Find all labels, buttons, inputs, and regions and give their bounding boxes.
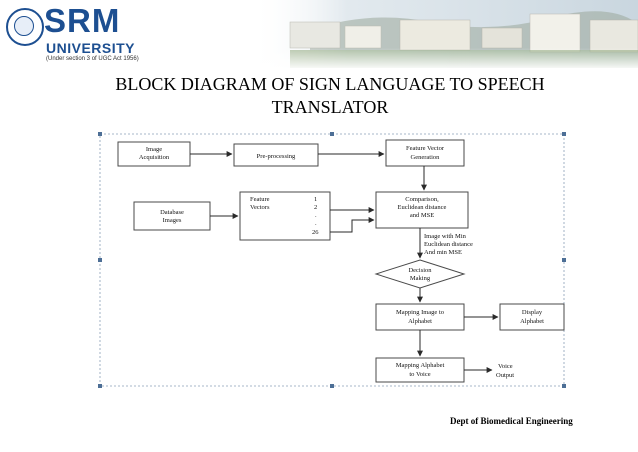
mapping-alphabet-line-2: to Voice [409,371,430,378]
database-images-line-2: Images [163,217,182,224]
image-acquisition-box [117,141,191,167]
feature-vectors-box [239,191,331,241]
title-line-2: TRANSLATOR [271,97,389,117]
mapping-alphabet-line-1: Mapping Alphabet [396,362,445,369]
act-note: (Under section 3 of UGC Act 1956) [46,56,139,62]
display-alphabet-line-1: Display [522,309,543,316]
display-alphabet-line-2: Alphabet [520,318,544,325]
header-banner: SRM UNIVERSITY (Under section 3 of UGC A… [0,0,638,68]
feature-vectors-line-1: Feature [250,196,270,203]
decision-making-diamond [374,259,466,289]
min-label-line-3: And min MSE [424,249,462,256]
feature-vectors-line-2: Vectors [250,204,270,211]
feature-vector-line-2: Generation [411,154,441,161]
comparison-line-3: and MSE [410,212,434,219]
feature-index-2: 2 [314,204,317,211]
campus-photo [250,0,638,68]
feature-index-1: 1 [314,196,317,203]
selection-frame [99,133,565,387]
database-images-line-1: Database [160,209,184,216]
image-acquisition-line-1: Image [146,146,162,153]
decision-making-line-2: Making [410,275,431,282]
voice-output-line-2: Output [496,372,514,379]
title-line-1: BLOCK DIAGRAM OF SIGN LANGUAGE TO SPEECH [115,74,545,94]
feature-index-dot-1: . [315,212,317,219]
decision-making-line-1: Decision [408,267,432,274]
min-label-line-2: Euclidean distance [424,241,473,248]
brand-name: SRM [44,2,121,39]
university-seal-icon [6,8,44,46]
university-label: UNIVERSITY [46,40,136,56]
feature-index-dot-2: . [315,220,317,227]
display-alphabet-box [499,303,565,331]
image-acquisition-line-2: Acquisition [139,154,170,161]
min-label-line-1: Image with Min [424,233,467,240]
block-diagram: Image Acquisition Pre-processing Feature… [98,132,566,388]
comparison-line-2: Euclidean distance [398,204,447,211]
feature-vector-generation-box [385,139,465,167]
mapping-image-line-1: Mapping Image to [396,309,444,316]
feature-vector-line-1: Feature Vector [406,145,445,152]
mapping-image-line-2: Alphabet [408,318,432,325]
mapping-image-box [375,303,465,331]
pre-processing-label: Pre-processing [257,153,296,160]
database-images-box [133,201,211,231]
comparison-line-1: Comparison, [405,196,439,203]
department-footer: Dept of Biomedical Engineering [450,416,573,426]
feature-index-26: 26 [312,229,319,236]
comparison-box [375,191,469,229]
page-title: BLOCK DIAGRAM OF SIGN LANGUAGE TO SPEECH… [60,73,600,119]
mapping-alphabet-box [375,357,465,383]
voice-output-line-1: Voice [498,363,513,370]
pre-processing-box [233,143,319,167]
arrow-feature-26-to-comparison [330,217,375,233]
selection-handles [98,132,566,388]
